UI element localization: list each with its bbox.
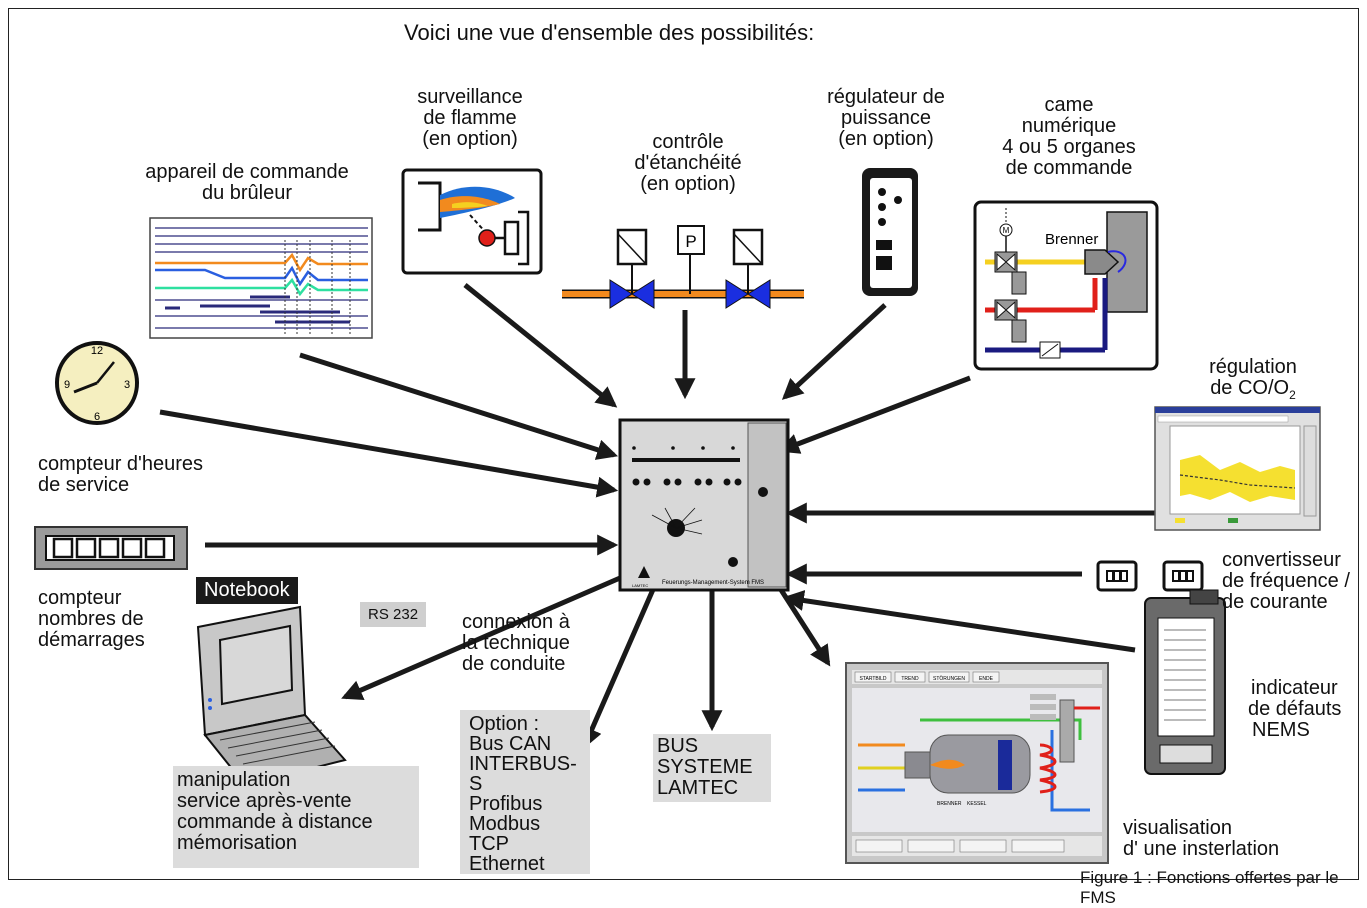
label-compteur-heures: compteur d'heures de service: [38, 453, 204, 496]
svg-text:STARTBILD: STARTBILD: [859, 676, 886, 682]
label-came: came numérique 4 ou 5 organes de command…: [1002, 94, 1136, 179]
svg-text:12: 12: [91, 345, 103, 357]
arrow-appareil: [299, 352, 619, 460]
page-title: Voici une vue d'ensemble des possibilité…: [404, 20, 815, 45]
svg-text:TREND: TREND: [901, 676, 919, 682]
option-box: Option : Bus CAN INTERBUS-S Profibus Mod…: [460, 710, 590, 874]
arrow-came: [778, 375, 971, 454]
label-indicateur: indicateur de défauts NEMS: [1248, 677, 1342, 741]
label-convertisseur: convertisseur de fréquence / de courante: [1222, 549, 1350, 613]
arrow-heures: [159, 409, 619, 498]
label-visualisation: visualisation d' une insterlation: [1123, 817, 1280, 860]
label-regulation: régulation de CO/O2: [1209, 356, 1297, 403]
svg-text:ENDE: ENDE: [979, 676, 994, 682]
converter-drawing: [1096, 560, 1204, 592]
label-connexion: connexion à la technique de conduite: [462, 611, 570, 675]
flame-monitor-drawing: [401, 168, 543, 275]
start-counter-drawing: [34, 526, 188, 570]
fms-caption: Feuerungs-Management-System FMS: [662, 580, 764, 586]
svg-text:BRENNER: BRENNER: [937, 801, 962, 807]
svg-text:6: 6: [94, 411, 100, 423]
clock-drawing: 12 3 6 9: [55, 341, 139, 425]
nems-indicator-drawing: [1144, 589, 1226, 775]
notebook-drawing: [196, 605, 347, 787]
digital-cam-drawing: M Brenner: [973, 200, 1159, 371]
svg-text:3: 3: [124, 379, 130, 391]
brenner-label: Brenner: [1045, 231, 1098, 248]
pressure-p-label: P: [685, 232, 696, 251]
fms-unit: Feuerungs-Management-System FMS LAMTEC: [618, 418, 790, 592]
burner-control-chart: [149, 217, 373, 339]
leak-test-drawing: P: [562, 225, 804, 309]
arrow-connexion: [582, 583, 658, 749]
bus-box: BUS SYSTEME LAMTEC: [653, 734, 771, 802]
lamtec-logo-text: LAMTEC: [632, 583, 648, 588]
visualisation-panel-drawing: STARTBILD TREND STÖRUNGEN ENDE BRENNER K…: [845, 662, 1109, 864]
power-regulator-drawing: [862, 168, 918, 296]
arrow-flamme: [463, 283, 618, 408]
arrow-visualisation: [773, 580, 831, 667]
arrow-indicateur: [782, 590, 1136, 653]
arrow-regulateur: [781, 303, 887, 400]
label-flamme: surveillance de flamme (en option): [417, 86, 523, 150]
rs232-tag: RS 232: [360, 602, 427, 627]
manipulation-box: manipulation service après-vente command…: [173, 766, 419, 868]
label-compteur-demarrages: compteur nombres de démarrages: [38, 587, 145, 651]
label-regulateur: régulateur de puissance (en option): [827, 86, 945, 150]
co-o2-chart-drawing: [1154, 406, 1321, 531]
svg-text:STÖRUNGEN: STÖRUNGEN: [933, 675, 965, 682]
svg-text:KESSEL: KESSEL: [967, 801, 987, 807]
figure-caption: Figure 1 : Fonctions offertes par le FMS: [1080, 868, 1339, 907]
notebook-tag: Notebook: [196, 577, 298, 604]
arrows: [159, 283, 1167, 749]
motor-m-label: M: [1003, 226, 1010, 235]
svg-text:9: 9: [64, 379, 70, 391]
arrow-notebook: [341, 575, 621, 700]
label-etancheite: contrôle d'étanchéité (en option): [634, 131, 742, 195]
label-appareil: appareil de commande du brûleur: [145, 161, 349, 204]
